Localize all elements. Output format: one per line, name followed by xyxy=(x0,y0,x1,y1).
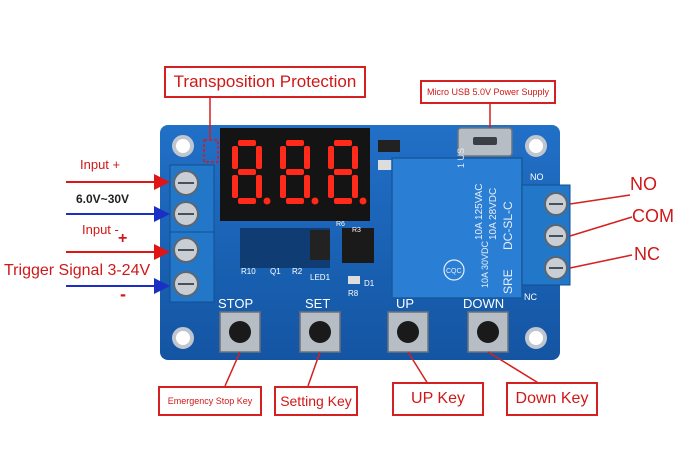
silk-no: NO xyxy=(530,172,544,182)
trigger-signal-label: Trigger Signal 3-24V xyxy=(4,262,151,279)
digit-1-segment-6 xyxy=(232,146,238,169)
com-terminal-label: COM xyxy=(632,206,674,226)
digit-3-decimal-point xyxy=(359,197,367,205)
input-minus-label: Input - xyxy=(82,222,119,237)
left-terminal-block xyxy=(169,164,215,303)
mounting-holes xyxy=(172,135,547,349)
silk-r3: R3 xyxy=(352,227,361,234)
digit-1-segment-4 xyxy=(238,198,256,204)
silk-stop: STOP xyxy=(218,296,253,311)
digit-3-segment-7 xyxy=(334,169,352,175)
display-digits xyxy=(232,140,367,205)
digit-2-decimal-point xyxy=(311,197,319,205)
digit-3-segment-6 xyxy=(328,146,334,169)
plus-sign-label: + xyxy=(118,230,128,247)
silk-set: SET xyxy=(305,296,330,311)
digit-2-segment-1 xyxy=(286,140,304,146)
silk-down: DOWN xyxy=(463,296,504,311)
transposition-protection-callout: Transposition Protection xyxy=(164,66,366,98)
no-terminal-label: NO xyxy=(630,174,657,194)
up-key-callout: UP Key xyxy=(392,382,484,416)
nc-terminal-label: NC xyxy=(634,244,660,264)
usb-power-callout: Micro USB 5.0V Power Supply xyxy=(420,80,556,104)
callout-leader-lines xyxy=(209,98,633,387)
digit-3-segment-2 xyxy=(352,146,358,169)
silk-d1: D1 xyxy=(364,279,375,288)
digit-1-segment-1 xyxy=(238,140,256,146)
relay-rating2: 10A 28VDC xyxy=(488,188,499,240)
digit-1-segment-2 xyxy=(256,146,262,169)
digit-3-segment-4 xyxy=(334,198,352,204)
emergency-stop-key-callout: Emergency Stop Key xyxy=(158,386,262,416)
silk-led1: LED1 xyxy=(310,273,331,282)
digit-2-segment-5 xyxy=(280,175,286,198)
down-key-callout: Down Key xyxy=(506,382,598,416)
protection-diode-marker xyxy=(203,139,219,163)
voltage-label: 6.0V~30V xyxy=(76,192,130,206)
right-terminal-block xyxy=(521,184,571,286)
relay-brand: SRE xyxy=(501,269,515,294)
silk-q1: Q1 xyxy=(270,267,281,276)
smd-components xyxy=(240,140,400,284)
input-plus-label: Input + xyxy=(80,157,121,172)
relay-rating3: 10A 30VDC xyxy=(480,240,490,288)
tactile-buttons xyxy=(219,311,509,353)
silk-r10: R10 xyxy=(241,267,256,276)
silk-r6: R6 xyxy=(336,221,345,228)
digit-2-segment-6 xyxy=(280,146,286,169)
silk-up: UP xyxy=(396,296,414,311)
digit-3-segment-5 xyxy=(328,175,334,198)
digit-3-segment-1 xyxy=(334,140,352,146)
digit-1-segment-3 xyxy=(256,175,262,198)
digit-1-segment-5 xyxy=(232,175,238,198)
relay-rating1: 10A 125VAC xyxy=(474,183,485,240)
relay-model: DC-SL-C xyxy=(501,201,515,250)
minus-sign-label: - xyxy=(120,284,126,304)
silk-r8: R8 xyxy=(348,289,359,298)
digit-2-segment-7 xyxy=(286,169,304,175)
digit-1-decimal-point xyxy=(263,197,271,205)
relay xyxy=(391,157,523,299)
relay-cqc: CQC xyxy=(446,268,462,275)
digit-2-segment-2 xyxy=(304,146,310,169)
input-arrows xyxy=(66,174,170,294)
silk-r2: R2 xyxy=(292,267,303,276)
setting-key-callout: Setting Key xyxy=(274,386,358,416)
digit-1-segment-7 xyxy=(238,169,256,175)
digit-3-segment-3 xyxy=(352,175,358,198)
digit-2-segment-4 xyxy=(286,198,304,204)
silk-nc: NC xyxy=(524,292,537,302)
relay-pins: 1 US xyxy=(456,148,466,168)
digit-2-segment-3 xyxy=(304,175,310,198)
